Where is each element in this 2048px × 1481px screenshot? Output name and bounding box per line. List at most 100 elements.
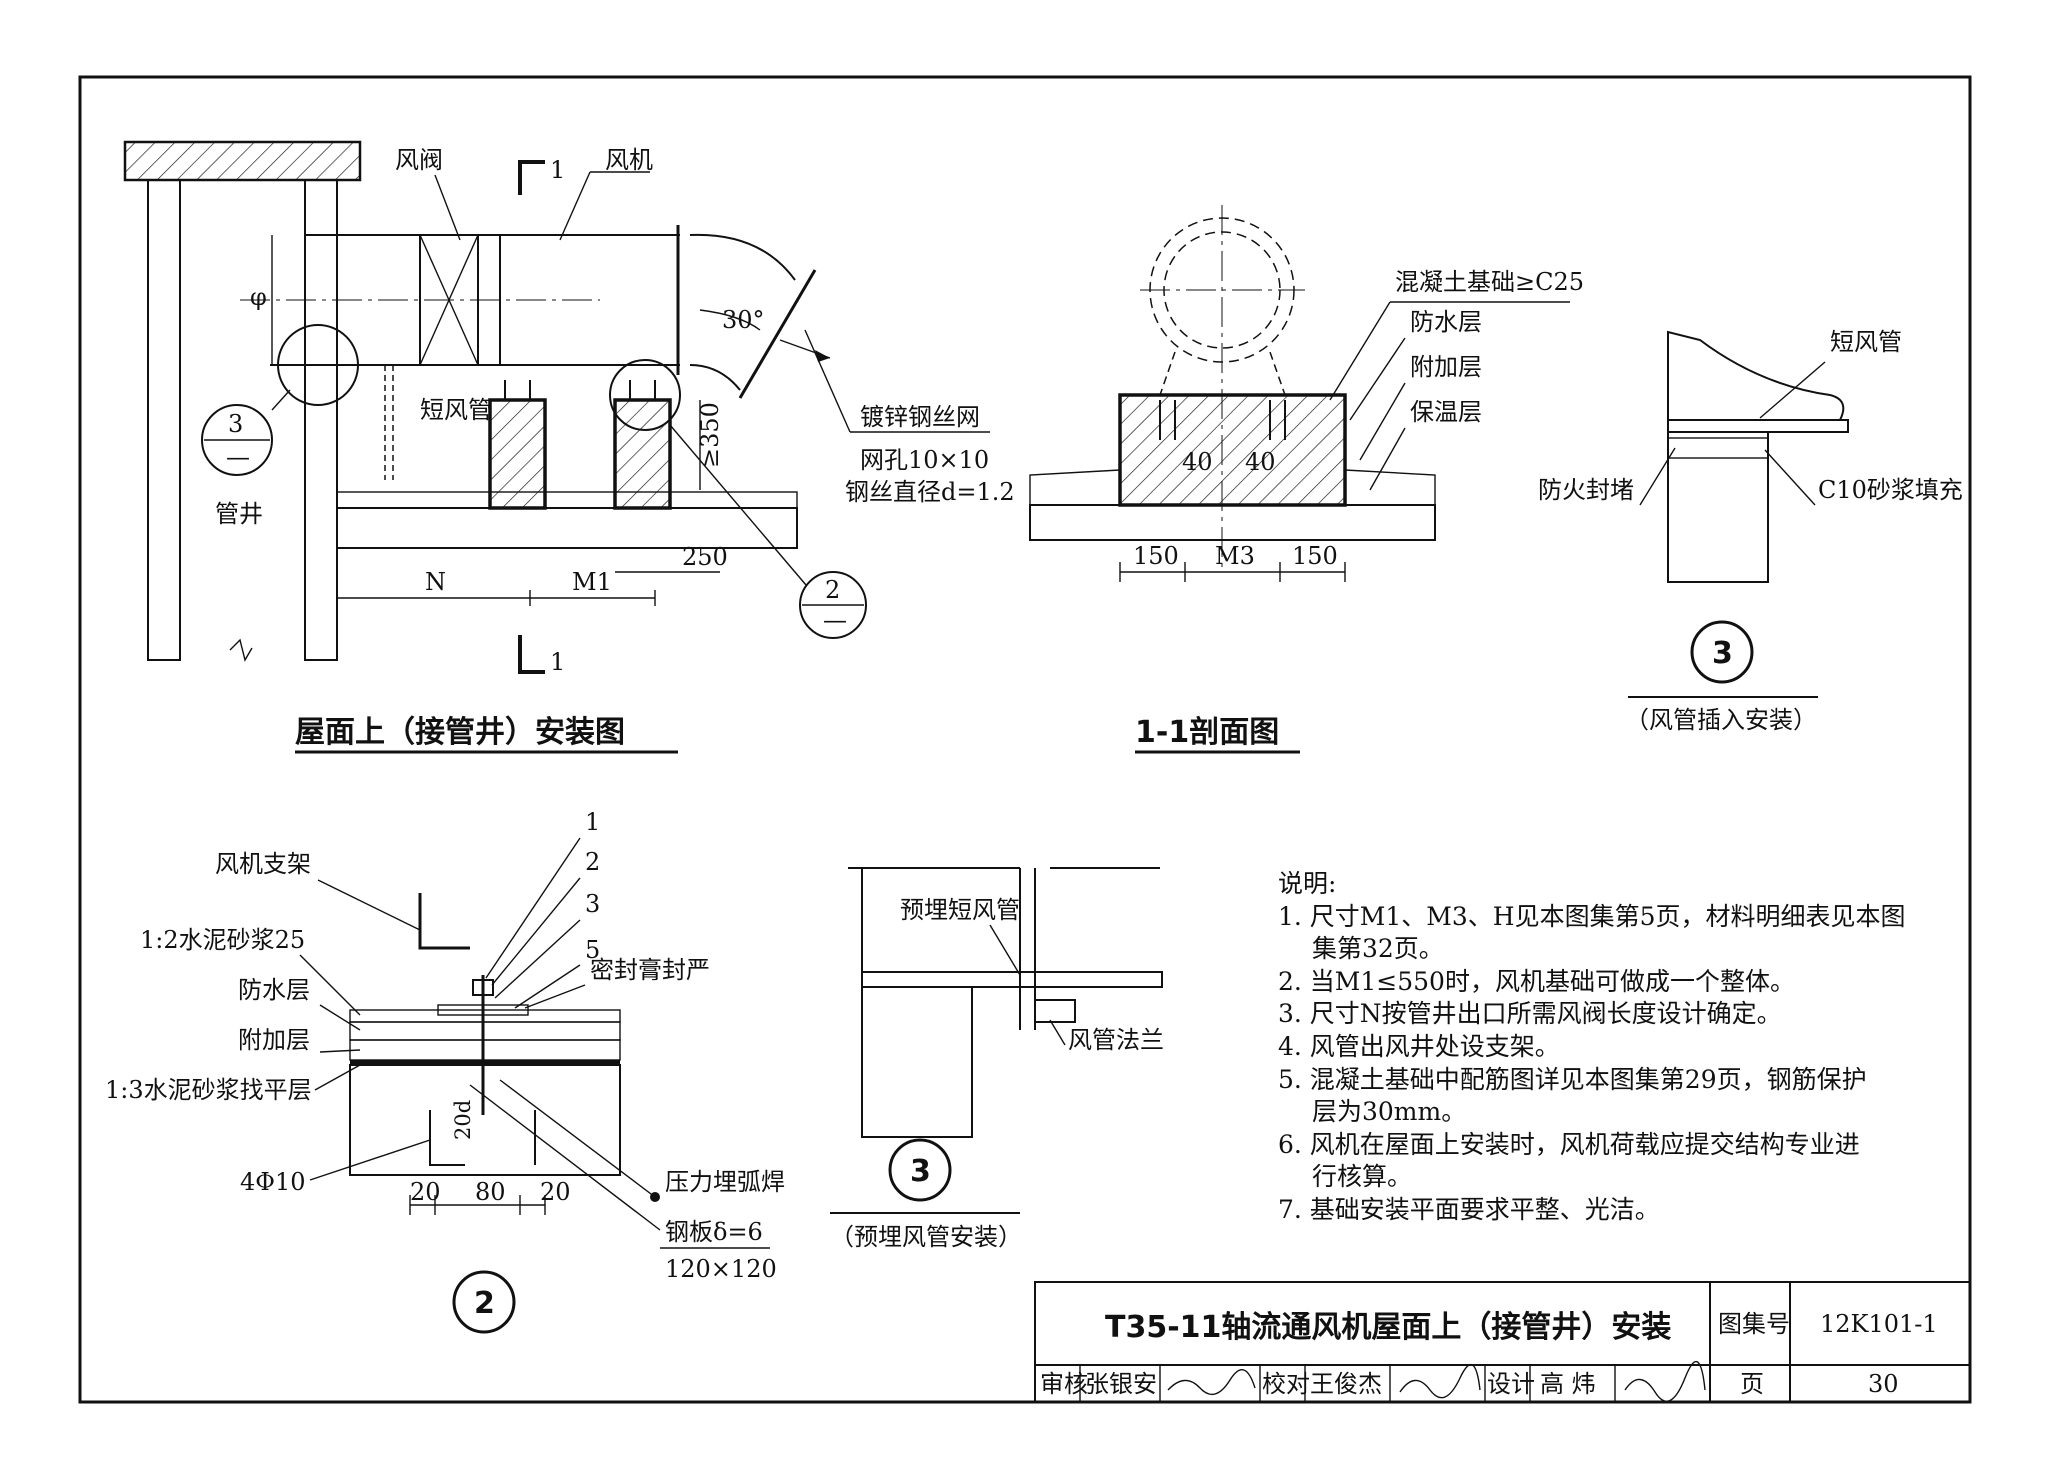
notes-heading: 说明:: [1278, 869, 1336, 898]
detail-ref-3-sub: —: [226, 443, 250, 471]
note-line-5: 5. 混凝土基础中配筋图详见本图集第29页，钢筋保护: [1278, 1065, 1867, 1094]
notes-block: 说明: 1. 尺寸M1、M3、H见本图集第5页，材料明细表见本图 集第32页。 …: [1278, 869, 1906, 1224]
weld-leader: [499, 1079, 656, 1198]
short-duct-shape: [1667, 330, 1845, 421]
fan-bracket: [418, 893, 470, 950]
mesh-screen: [738, 269, 817, 399]
dim-m1: M1: [572, 568, 612, 596]
shaft-wall-left: [147, 179, 181, 661]
callout-1-leader: [485, 837, 581, 979]
callout-2: 2: [585, 848, 600, 876]
design-label: 设计: [1487, 1370, 1535, 1398]
note-line-3: 3. 尺寸N按管井出口所需风阀长度设计确定。: [1278, 999, 1782, 1028]
bracket-leader: [317, 879, 421, 931]
mortar-layer: [349, 1009, 621, 1023]
drawing-a-title: 屋面上（接管井）安装图: [295, 715, 625, 750]
depth-label: 20d: [451, 1100, 475, 1140]
callout-1: 1: [585, 808, 600, 836]
designer-signature: [1624, 1360, 1706, 1402]
dim-80: 80: [475, 1178, 506, 1206]
damper-leader: [434, 174, 461, 241]
dim-20b: 20: [540, 1178, 571, 1206]
note-line-8: 行核算。: [1312, 1162, 1412, 1191]
detail-d-number-circle: [452, 1270, 516, 1334]
waterproof-label: 防水层: [1410, 308, 1482, 336]
elbow-inner: [689, 364, 741, 391]
weld-label: 压力埋弧焊: [665, 1168, 785, 1196]
callout-5-leader: [514, 964, 581, 1009]
note-line-6: 层为30mm。: [1312, 1097, 1466, 1126]
damper-flange: [477, 234, 501, 366]
review-label: 审核: [1040, 1370, 1088, 1398]
additional-layer: [349, 1039, 621, 1061]
detail-circle-2-zone: [609, 359, 681, 431]
diameter-label: φ: [250, 283, 267, 311]
detail-ref-2-sub: —: [823, 606, 847, 634]
detail-c-number: 3: [1712, 636, 1733, 671]
atlas-number: 12K101-1: [1820, 1310, 1938, 1338]
detail-e-caption: （预埋风管安装）: [830, 1223, 1022, 1251]
embedded-wall: [861, 986, 973, 1138]
title-block-cells: [1079, 1365, 1616, 1402]
flange-leader: [1049, 1019, 1066, 1046]
mesh-hole-label: 网孔10×10: [860, 446, 989, 474]
leveling-leader: [314, 1064, 361, 1091]
section-mark-bottom: [518, 635, 545, 674]
insulation-leader: [1369, 427, 1406, 491]
note-line-9: 7. 基础安装平面要求平整、光洁。: [1278, 1195, 1660, 1224]
roof-slab: [336, 507, 798, 549]
shaft-wall-detail: [1667, 431, 1769, 583]
embedded-slab: [861, 971, 1163, 988]
dim-m3: M3: [1215, 542, 1255, 570]
dim-150a: 150: [1133, 542, 1179, 570]
callout-3: 3: [585, 890, 600, 918]
fan-leader: [559, 171, 591, 241]
detail-d-number: 2: [474, 1286, 495, 1321]
note-line-4: 4. 风管出风井处设支架。: [1278, 1032, 1560, 1061]
atlas-label: 图集号: [1718, 1310, 1790, 1338]
additional-d-label: 附加层: [238, 1026, 310, 1054]
drawing-a: 管井 30° φ 3: [123, 140, 1015, 754]
sealant-leader: [524, 984, 586, 1009]
dim-40b: 40: [1245, 448, 1276, 476]
shaft-cap: [123, 140, 362, 182]
rebar-label: 4Φ10: [240, 1168, 305, 1196]
detail-ref-3-number: 3: [228, 410, 243, 438]
sheet-border: [78, 75, 1972, 1404]
title-block-frame: [1034, 1281, 1971, 1403]
damper-cross: [419, 234, 479, 366]
flange-label: 风管法兰: [1068, 1026, 1164, 1054]
waterproof-layer: [349, 1021, 621, 1041]
page-number: 30: [1868, 1370, 1899, 1398]
callout-2-leader: [491, 877, 581, 986]
dim-n: N: [425, 568, 446, 596]
additional-leader: [1359, 382, 1406, 461]
leader-ref2: [669, 424, 807, 586]
section-mark-bottom-label: 1: [550, 648, 565, 676]
dim-250: 250: [682, 543, 728, 571]
callout-5: 5: [585, 936, 600, 964]
waterproof-leader: [1349, 337, 1406, 421]
mesh-label: 镀锌钢丝网: [860, 403, 980, 431]
bracket-label: 风机支架: [215, 850, 311, 878]
checker-name: 王俊杰: [1310, 1370, 1382, 1398]
note-line-2: 2. 当M1≤550时，风机基础可做成一个整体。: [1278, 967, 1795, 996]
title-block: T35-11轴流通风机屋面上（接管井）安装 图集号 12K101-1 审核 张银…: [1034, 1281, 1971, 1403]
mortar-label: C10砂浆填充: [1818, 476, 1963, 504]
mortar-leader: [1764, 449, 1816, 506]
detail-ref-2: [799, 571, 867, 639]
damper-label: 风阀: [395, 146, 443, 174]
concrete-leader: [1329, 301, 1391, 401]
check-label: 校对: [1262, 1370, 1310, 1398]
detail-e-number: 3: [910, 1154, 931, 1189]
detail-ref-2-number: 2: [825, 576, 840, 604]
detail-ref-3: [201, 404, 273, 476]
dim-350: ≥350: [696, 402, 724, 468]
drawing-b: 混凝土基础≥C25 防水层 附加层 保温层 40 40 150 M3 150 1…: [1029, 205, 1584, 754]
checker-signature: [1399, 1363, 1481, 1399]
dim-150b: 150: [1292, 542, 1338, 570]
section-bolts: [1159, 400, 1286, 440]
angle-label: 30°: [722, 306, 765, 334]
